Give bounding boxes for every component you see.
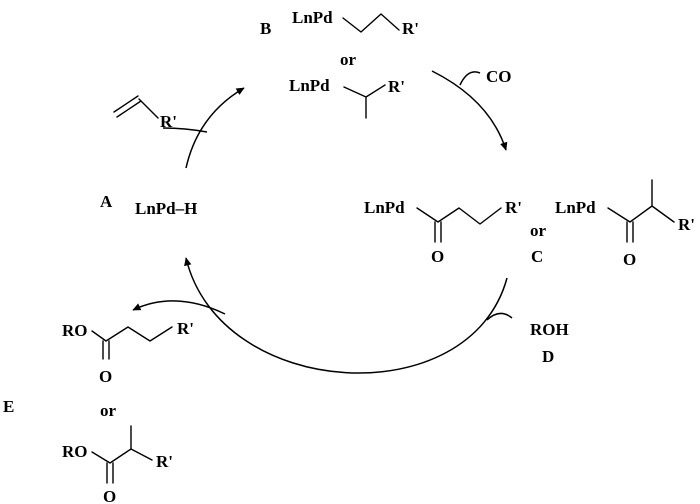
branched-acyl-pd: LnPd O R' <box>555 179 695 269</box>
label-e: E <box>3 397 14 416</box>
ester-release-arrow <box>132 300 226 315</box>
lnpd-hydride: LnPd–H <box>135 199 197 218</box>
branched-ester-r-prime: R' <box>156 452 173 471</box>
linear-alkyl-lnpd: LnPd <box>292 8 333 27</box>
branched-ester-oxygen: O <box>103 487 116 504</box>
linear-acyl-lnpd: LnPd <box>364 198 405 217</box>
or-c: or <box>530 221 547 240</box>
alcohol-reagent: ROH <box>530 320 569 339</box>
branched-acyl-oxygen: O <box>623 250 636 269</box>
branched-acyl-r-prime: R' <box>678 215 695 234</box>
arrow-c-to-a <box>184 257 508 374</box>
branched-alkyl-pd: LnPd R' <box>289 76 405 119</box>
branched-alkyl-r-prime: R' <box>388 77 405 96</box>
arrow-a-to-b <box>185 87 245 169</box>
co-uptake-curve <box>459 71 481 86</box>
branched-ester: RO O R' <box>62 425 173 504</box>
branched-ester-ro: RO <box>62 442 88 461</box>
arrow-b-to-c <box>431 70 508 151</box>
label-b: B <box>260 19 271 38</box>
branched-alkyl-lnpd: LnPd <box>289 76 330 95</box>
linear-alkyl-pd: LnPd R' <box>292 8 419 38</box>
linear-acyl-oxygen: O <box>431 247 444 266</box>
roh-uptake-curve <box>486 312 513 321</box>
alkene-substrate: R' <box>113 95 177 131</box>
or-b: or <box>340 50 357 69</box>
label-c: C <box>531 247 543 266</box>
linear-ester-oxygen: O <box>99 367 112 386</box>
alkene-r-prime: R' <box>160 112 177 131</box>
branched-acyl-lnpd: LnPd <box>555 198 596 217</box>
linear-acyl-pd: LnPd O R' <box>364 198 522 266</box>
linear-alkyl-r-prime: R' <box>402 19 419 38</box>
or-e: or <box>100 401 117 420</box>
label-d: D <box>542 347 554 366</box>
alkene-uptake-curve <box>162 127 208 133</box>
co-reagent: CO <box>486 67 512 86</box>
label-a: A <box>100 192 113 211</box>
linear-acyl-r-prime: R' <box>505 198 522 217</box>
linear-ester-ro: RO <box>62 321 88 340</box>
linear-ester: RO O R' <box>62 319 194 386</box>
linear-ester-r-prime: R' <box>177 319 194 338</box>
